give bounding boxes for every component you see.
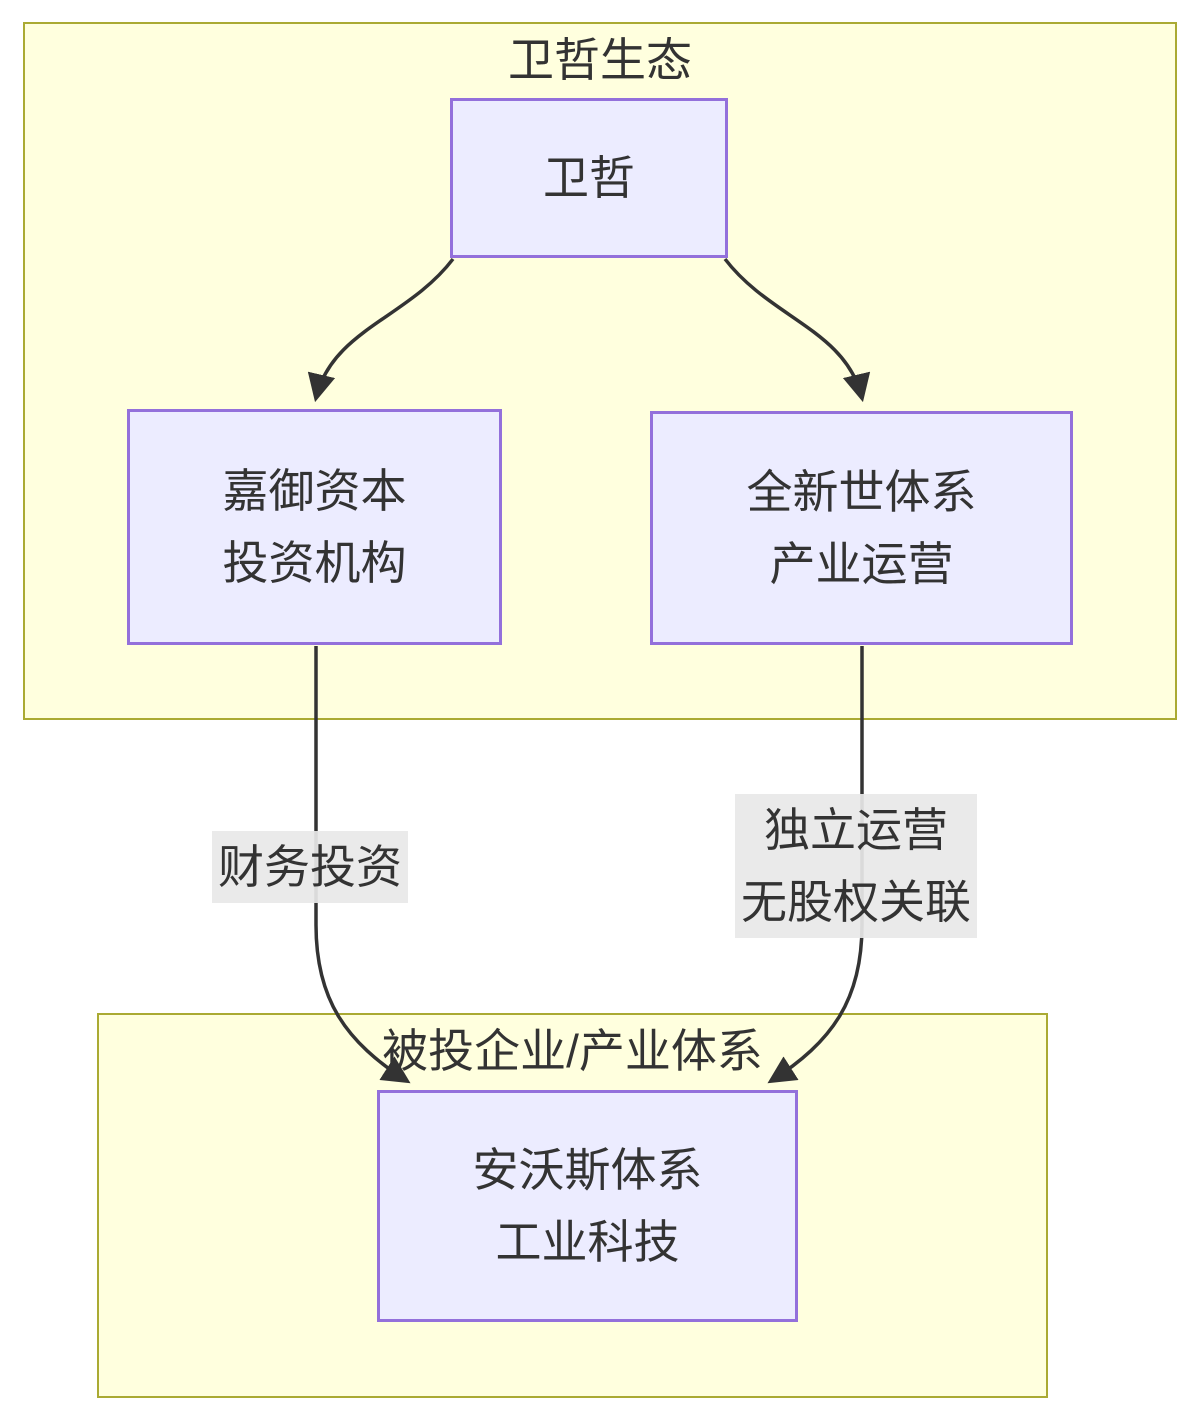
cluster-invested-enterprises-title: 被投企业/产业体系 [382,1025,763,1077]
edge-label-line: 独立运营 [764,804,948,856]
node-label: 投资机构 [222,537,407,589]
edge-label-line: 无股权关联 [741,876,971,928]
node-quanxinshi-system: 全新世体系 产业运营 [650,411,1073,645]
node-label: 产业运营 [769,538,954,590]
node-label: 安沃斯体系 [472,1144,703,1196]
edge-label-financial-investment: 财务投资 [212,831,408,903]
cluster-weizhe-ecosystem-title: 卫哲生态 [508,34,692,86]
node-jiayu-capital: 嘉御资本 投资机构 [127,409,502,645]
node-label: 全新世体系 [746,466,977,518]
node-label: 卫哲 [543,152,635,204]
edge-label-line: 财务投资 [218,841,402,893]
node-anwosi-system: 安沃斯体系 工业科技 [377,1090,798,1322]
node-label: 嘉御资本 [222,465,407,517]
edge-label-independent-operation: 独立运营 无股权关联 [735,794,977,938]
node-label: 工业科技 [495,1216,680,1268]
node-weizhe: 卫哲 [450,98,728,258]
